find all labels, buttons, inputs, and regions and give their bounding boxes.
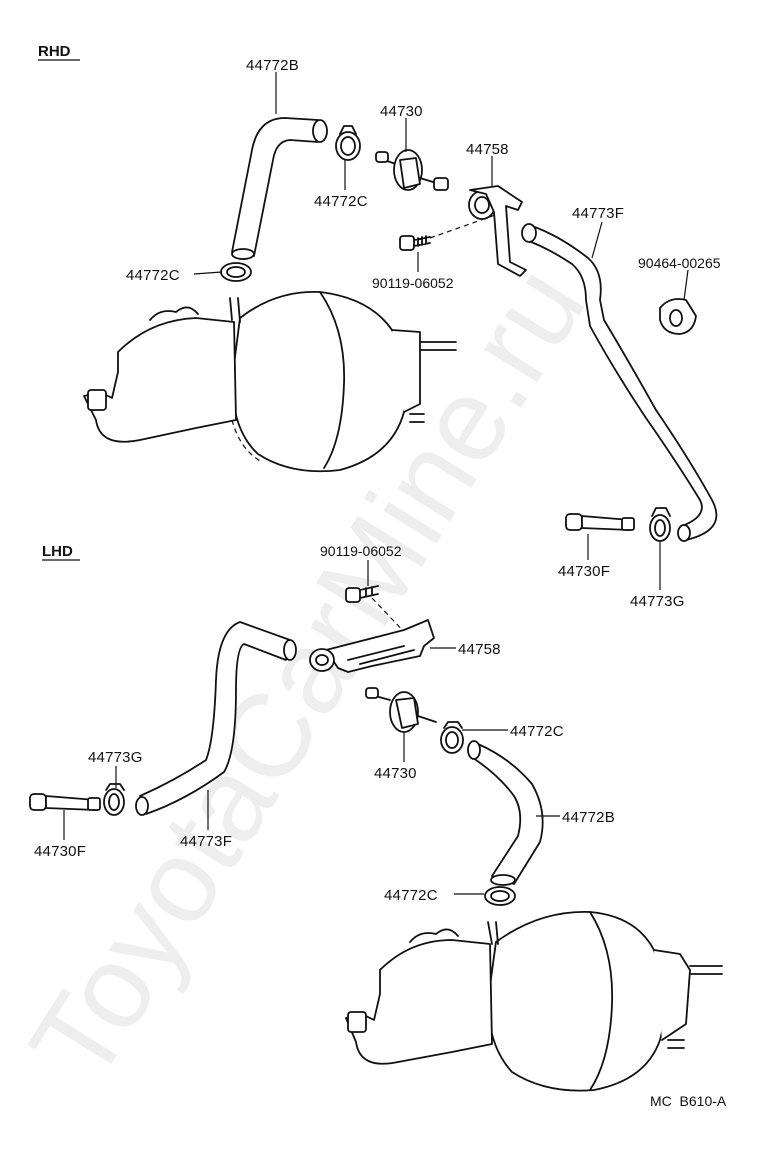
label-lhd-44773f: 44773F bbox=[180, 833, 232, 850]
label-lhd-44730: 44730 bbox=[374, 765, 417, 782]
rhd-vacuum-valve-44730 bbox=[375, 149, 449, 191]
label-rhd-90464-00265: 90464-00265 bbox=[638, 255, 721, 271]
lhd-vacuum-valve-44730 bbox=[365, 687, 437, 733]
rhd-bracket-44758 bbox=[429, 185, 527, 277]
lhd-clamp-44772c-lower bbox=[484, 886, 516, 906]
label-rhd-44730: 44730 bbox=[380, 103, 423, 120]
rhd-union-44730f bbox=[565, 513, 635, 531]
label-rhd-44772c-lower: 44772C bbox=[126, 267, 180, 284]
label-rhd-44773f: 44773F bbox=[572, 205, 624, 222]
label-rhd-90119-06052: 90119-06052 bbox=[372, 275, 454, 291]
lhd-clamp-44772c-upper bbox=[440, 721, 464, 754]
rhd-clamp-44772c-upper bbox=[335, 125, 361, 161]
rhd-brake-booster bbox=[83, 291, 457, 473]
section-label-lhd: LHD bbox=[42, 543, 73, 560]
rhd-bolt-90119-06052 bbox=[399, 235, 431, 251]
lhd-leader-lines bbox=[63, 560, 560, 895]
lhd-hose-44772b bbox=[467, 740, 544, 886]
label-lhd-90119-06052: 90119-06052 bbox=[320, 543, 402, 559]
label-rhd-44773g: 44773G bbox=[630, 593, 685, 610]
section-label-rhd: RHD bbox=[38, 43, 71, 60]
label-lhd-44773g: 44773G bbox=[88, 749, 143, 766]
rhd-hose-44773f bbox=[521, 223, 718, 542]
rhd-clamp-44773g bbox=[649, 507, 671, 542]
lhd-brake-booster bbox=[345, 911, 723, 1092]
label-lhd-44758: 44758 bbox=[458, 641, 501, 658]
label-rhd-44772c-upper: 44772C bbox=[314, 193, 368, 210]
rhd-hose-44772b bbox=[231, 117, 328, 260]
label-lhd-44730f: 44730F bbox=[34, 843, 86, 860]
lhd-section: LHD bbox=[29, 543, 723, 1092]
rhd-section: RHD bbox=[38, 43, 721, 610]
label-rhd-44730f: 44730F bbox=[558, 563, 610, 580]
lhd-bolt-90119-06052 bbox=[345, 585, 409, 637]
label-rhd-44758: 44758 bbox=[466, 141, 509, 158]
lhd-hose-44773f bbox=[135, 621, 297, 816]
rhd-leader-lines bbox=[193, 72, 689, 590]
diagram-code: MC B610-A bbox=[650, 1093, 727, 1109]
label-rhd-44772b: 44772B bbox=[246, 57, 299, 74]
label-lhd-44772c-lower: 44772C bbox=[384, 887, 438, 904]
label-lhd-44772c-upper: 44772C bbox=[510, 723, 564, 740]
rhd-clamp-44772c-lower bbox=[220, 262, 252, 282]
lhd-bracket-44758 bbox=[309, 619, 435, 673]
rhd-clip-90464-00265 bbox=[659, 298, 697, 335]
lhd-clamp-44773g bbox=[103, 783, 125, 816]
lhd-union-44730f bbox=[29, 793, 101, 811]
label-lhd-44772b: 44772B bbox=[562, 809, 615, 826]
